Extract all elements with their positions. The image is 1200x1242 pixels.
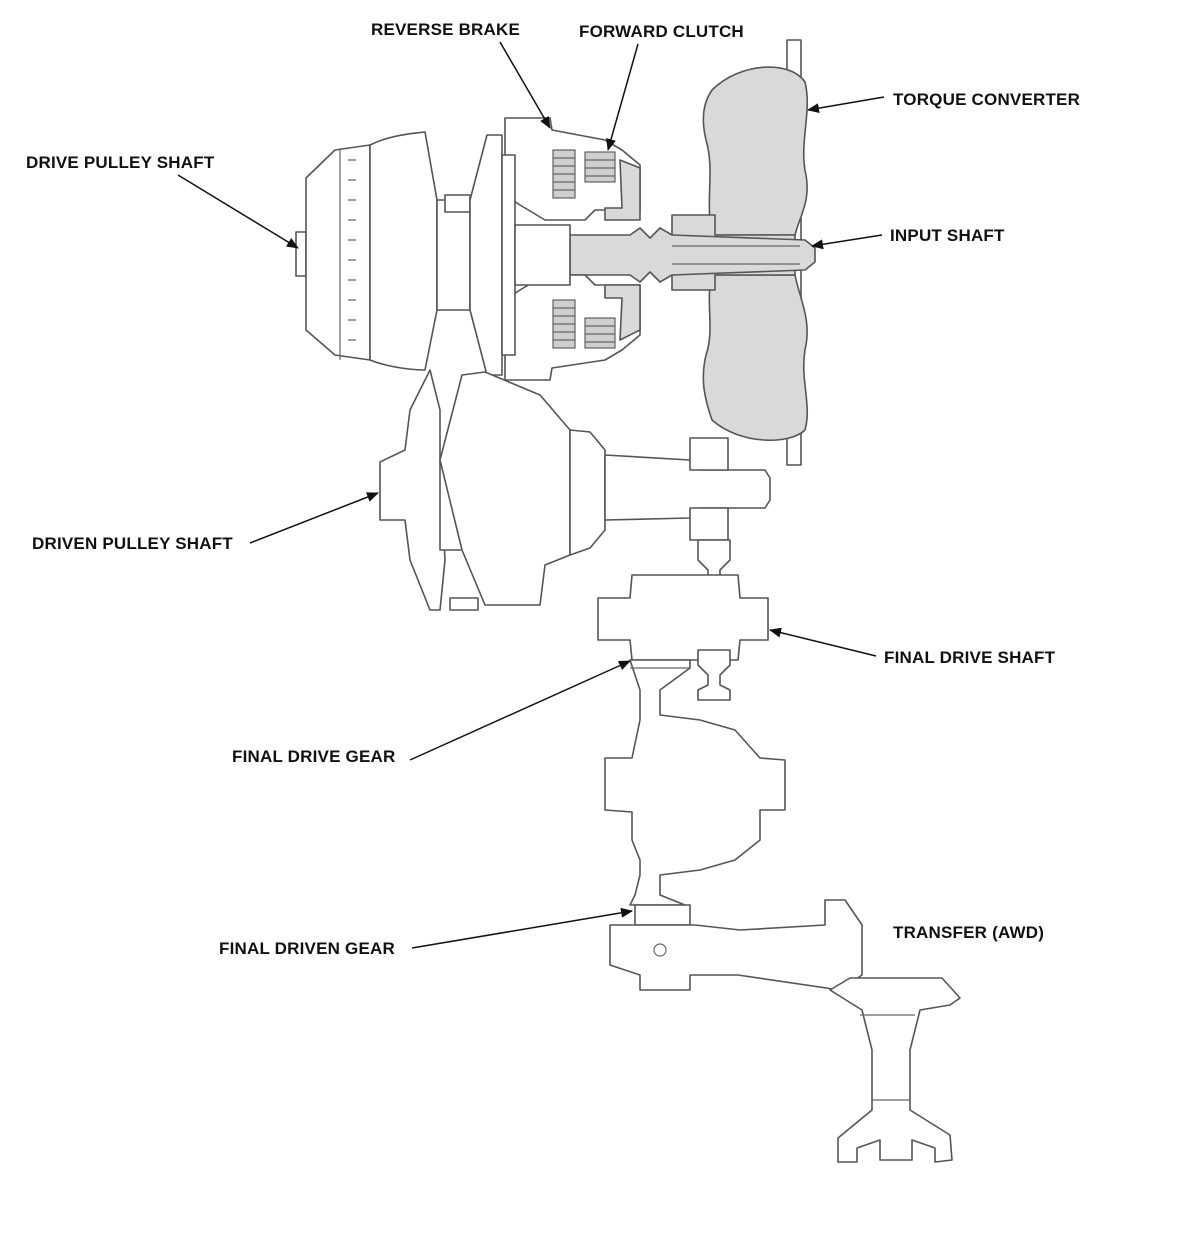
- label-final-driven-gear: FINAL DRIVEN GEAR: [219, 939, 395, 958]
- label-reverse-brake: REVERSE BRAKE: [371, 20, 521, 39]
- label-transfer-awd: TRANSFER (AWD): [893, 923, 1045, 942]
- label-final-drive-gear: FINAL DRIVE GEAR: [232, 747, 396, 766]
- leader-lines: [177, 41, 885, 949]
- leader-forward-clutch: [606, 43, 639, 151]
- label-driven-pulley-shaft: DRIVEN PULLEY SHAFT: [32, 534, 233, 553]
- label-drive-pulley-shaft: DRIVE PULLEY SHAFT: [26, 153, 215, 172]
- driven-pulley-shaft: [379, 369, 771, 611]
- leader-drive-pulley-shaft: [177, 174, 299, 249]
- leader-reverse-brake: [499, 41, 551, 129]
- drive-pulley-shaft: [295, 131, 571, 376]
- leader-driven-pulley-shaft: [249, 492, 379, 544]
- leader-final-driven-gear: [411, 907, 633, 949]
- label-torque-converter: TORQUE CONVERTER: [893, 90, 1081, 109]
- final-drive-shaft: [597, 539, 769, 701]
- leader-input-shaft: [811, 234, 883, 250]
- final-drive-gear: [604, 659, 786, 906]
- leader-final-drive-shaft: [769, 627, 877, 657]
- leader-final-drive-gear: [409, 660, 631, 761]
- label-input-shaft: INPUT SHAFT: [890, 226, 1005, 245]
- leader-torque-converter: [807, 96, 885, 114]
- label-forward-clutch: FORWARD CLUTCH: [579, 22, 744, 41]
- label-final-drive-shaft: FINAL DRIVE SHAFT: [884, 648, 1056, 667]
- transfer-awd: [829, 977, 961, 1163]
- final-driven-gear: [609, 899, 863, 991]
- input-shaft: [569, 227, 816, 283]
